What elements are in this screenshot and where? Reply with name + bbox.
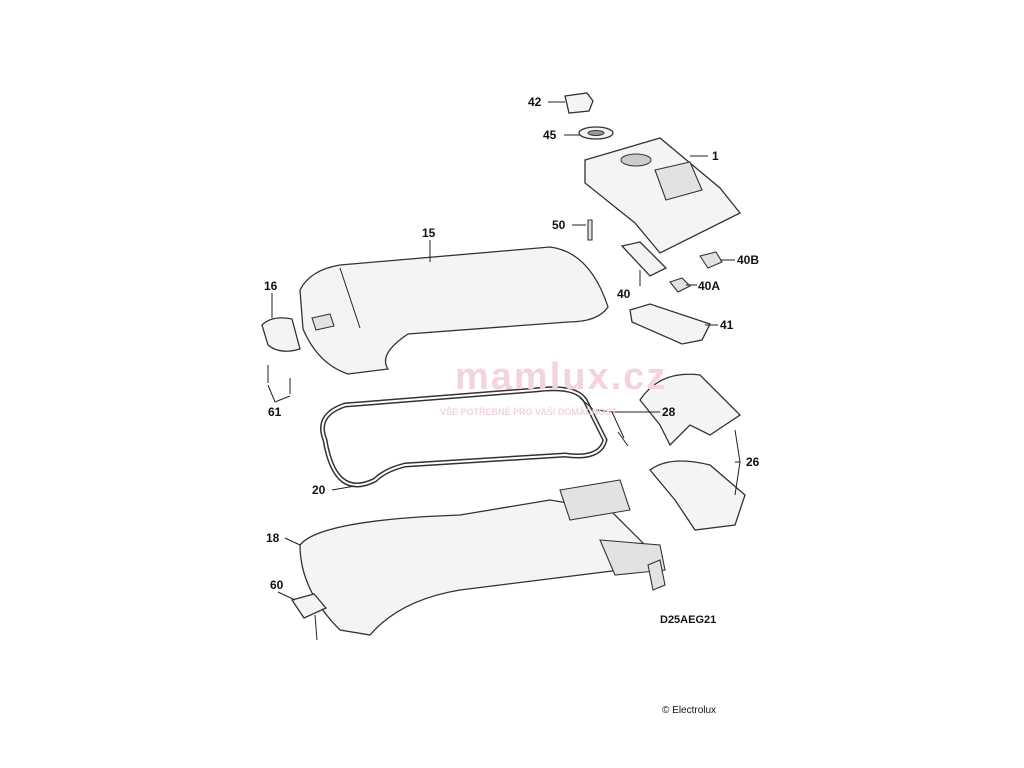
lid-clip <box>311 313 335 331</box>
watermark-tagline: VŠE POTŘEBNÉ PRO VAŠI DOMÁCNOST <box>440 407 617 417</box>
base-dispenser-housing <box>559 479 631 521</box>
ring-hole <box>587 130 605 136</box>
callout-18: 18 <box>266 531 280 545</box>
callout-41: 41 <box>720 318 734 332</box>
callout-40A: 40A <box>698 279 721 293</box>
callout-28: 28 <box>662 405 676 419</box>
lock-wire <box>314 614 318 641</box>
part-1-control-panel <box>584 137 742 254</box>
callout-61: 61 <box>268 405 282 419</box>
callout-40: 40 <box>617 287 631 301</box>
callout-26: 26 <box>746 455 760 469</box>
part-42-knob <box>564 92 594 114</box>
callout-60: 60 <box>270 578 284 592</box>
part-26-handle-upper <box>639 373 742 447</box>
part-40-buttons <box>620 241 668 277</box>
part-40B <box>699 251 723 269</box>
callout-50: 50 <box>552 218 566 232</box>
part-50-pin <box>587 219 593 241</box>
part-28-pins <box>579 397 629 447</box>
part-18-base <box>299 499 652 636</box>
part-16-cover <box>261 317 301 352</box>
part-41-pcb <box>629 303 711 345</box>
part-60-lock <box>290 593 328 619</box>
lid-edge <box>339 267 361 329</box>
callout-16: 16 <box>264 279 278 293</box>
base-spring <box>647 559 666 591</box>
part-40A <box>669 277 691 293</box>
panel-display-window <box>654 161 703 201</box>
callout-40B: 40B <box>737 253 760 267</box>
callout-42: 42 <box>528 95 542 109</box>
callout-15: 15 <box>422 226 436 240</box>
diagram-code: D25AEG21 <box>660 614 717 626</box>
callout-1: 1 <box>712 149 719 163</box>
panel-knob-seat <box>620 153 652 167</box>
leader-lines <box>267 101 741 601</box>
gasket-inner <box>321 387 607 486</box>
part-26-handle-lower <box>649 460 746 531</box>
callout-20: 20 <box>312 483 326 497</box>
callout-45: 45 <box>543 128 557 142</box>
watermark-brand: mamlux.cz <box>455 356 668 398</box>
part-61-screws <box>267 365 291 394</box>
part-15-lid <box>299 246 609 375</box>
copyright: © Electrolux <box>662 705 717 716</box>
